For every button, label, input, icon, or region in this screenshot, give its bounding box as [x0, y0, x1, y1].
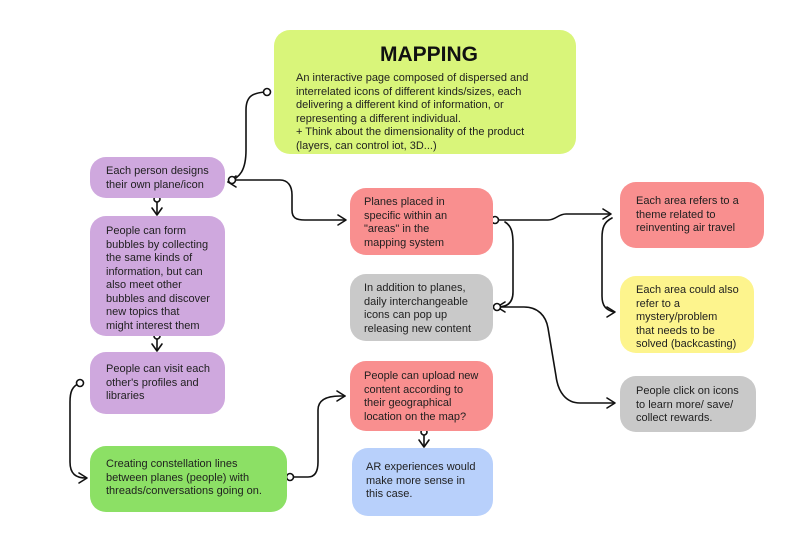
- bubbles-node: People can form bubbles by collecting th…: [90, 216, 225, 336]
- connector-icons-click: [496, 306, 615, 404]
- connector-constellation-upload: [289, 395, 346, 478]
- arrowhead-bubbles: [151, 207, 163, 216]
- connector-dot: [75, 378, 85, 388]
- connector-designs-mapping: [227, 91, 266, 183]
- arrowhead-planes: [337, 214, 347, 226]
- arrowhead-profiles: [151, 343, 163, 352]
- ar-text: AR experiences would make more sense in …: [366, 461, 476, 500]
- ar-node: AR experiences would make more sense in …: [352, 448, 493, 516]
- theme-node: Each area refers to a theme related to r…: [620, 182, 764, 248]
- arrowhead-upload: [336, 390, 346, 402]
- designs-text: Each person designs their own plane/icon: [106, 165, 209, 191]
- mapping-title: MAPPING: [379, 43, 478, 66]
- constellation-node: Creating constellation lines between pla…: [90, 446, 287, 512]
- icons-text: In addition to planes, daily interchange…: [364, 282, 472, 335]
- arrowhead-mystery: [606, 306, 616, 318]
- mystery-node: Each area could also refer to a mystery/…: [620, 276, 754, 353]
- icons-node: In addition to planes, daily interchange…: [350, 274, 493, 341]
- connector-dot: [492, 302, 502, 312]
- connector-dot: [285, 472, 295, 482]
- upload-node: People can upload new content according …: [350, 361, 493, 431]
- profiles-node: People can visit each other's profiles a…: [90, 352, 225, 414]
- arrowhead-ar: [418, 439, 430, 448]
- arrowhead-constellation: [78, 472, 88, 484]
- theme-text: Each area refers to a theme related to r…: [636, 195, 739, 234]
- planes-text: Planes placed in specific within an "are…: [364, 196, 448, 249]
- planes-node: Planes placed in specific within an "are…: [350, 188, 493, 255]
- upload-text: People can upload new content according …: [364, 370, 479, 423]
- connector-theme-mystery: [601, 217, 615, 313]
- arrowhead-theme: [602, 208, 612, 220]
- arrowhead-click: [606, 397, 616, 409]
- connector-profiles-constellation: [69, 382, 87, 479]
- bubbles-text: People can form bubbles by collecting th…: [106, 225, 210, 332]
- mapping-description: An interactive page composed of disperse…: [296, 72, 529, 152]
- connector-dot: [227, 175, 237, 185]
- mystery-text: Each area could also refer to a mystery/…: [636, 284, 739, 350]
- profiles-text: People can visit each other's profiles a…: [106, 363, 210, 402]
- click-node: People click on icons to learn more/ sav…: [620, 376, 756, 432]
- connector-dot: [262, 87, 272, 97]
- designs-node: Each person designs their own plane/icon: [90, 157, 225, 198]
- constellation-text: Creating constellation lines between pla…: [106, 458, 262, 497]
- connector-designs-planes: [231, 179, 346, 221]
- click-text: People click on icons to learn more/ sav…: [636, 385, 739, 424]
- connector-planes-theme: [494, 213, 611, 221]
- mapping-node: MAPPING An interactive page composed of …: [274, 30, 576, 154]
- connector-planes-icons: [497, 221, 514, 308]
